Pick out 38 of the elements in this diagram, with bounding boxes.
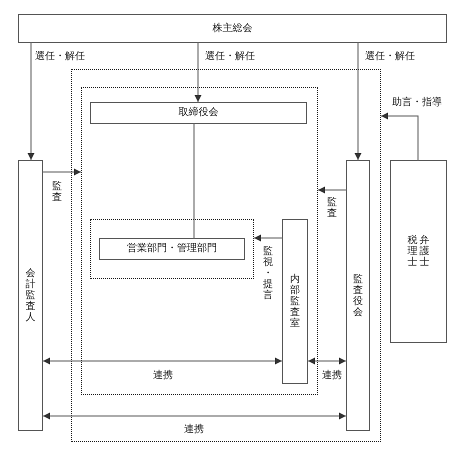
org-box — [90, 102, 307, 124]
edge-label: 連携 — [153, 370, 173, 382]
node-label: 会計監査人 — [26, 268, 36, 323]
dotted-boundary — [90, 219, 254, 279]
node-label: 内部監査室 — [290, 274, 300, 329]
edge-label: 選任・解任 — [35, 51, 85, 63]
connector-arrow — [380, 112, 418, 160]
node-label: 株主総会 — [212, 22, 252, 34]
edge-label: 助言・指導 — [392, 97, 442, 109]
connector-arrow — [308, 358, 346, 364]
connector-arrow — [354, 42, 362, 160]
connector-arrow — [194, 42, 202, 102]
connector-arrow — [28, 42, 34, 160]
edge-label: 監視・提言 — [263, 246, 273, 301]
dotted-boundary — [71, 69, 381, 442]
node-label: 税理士 — [408, 235, 418, 268]
edge-label: 監査 — [327, 197, 337, 219]
org-box — [99, 238, 245, 260]
edge-label: 選任・解任 — [365, 51, 415, 63]
edge-label: 連携 — [322, 370, 342, 382]
connector-arrow — [42, 168, 82, 176]
connector-arrow — [318, 186, 346, 194]
connector-arrow — [254, 234, 282, 242]
connector-arrow — [42, 358, 282, 364]
node-label: 監査役会 — [353, 274, 363, 318]
org-box — [18, 14, 447, 43]
node-label: 取締役会 — [178, 107, 218, 119]
node-label: 営業部門・管理部門 — [127, 243, 217, 255]
dotted-boundary — [81, 87, 318, 395]
edge-label: 選任・解任 — [205, 51, 255, 63]
connector-arrow — [42, 412, 346, 420]
org-box — [346, 160, 370, 431]
org-box — [390, 160, 447, 343]
edge-label: 監査 — [52, 181, 62, 203]
org-box — [282, 219, 308, 384]
node-label: 弁護士 — [420, 235, 430, 268]
edge-label: 連携 — [184, 424, 204, 436]
org-box — [18, 160, 43, 431]
